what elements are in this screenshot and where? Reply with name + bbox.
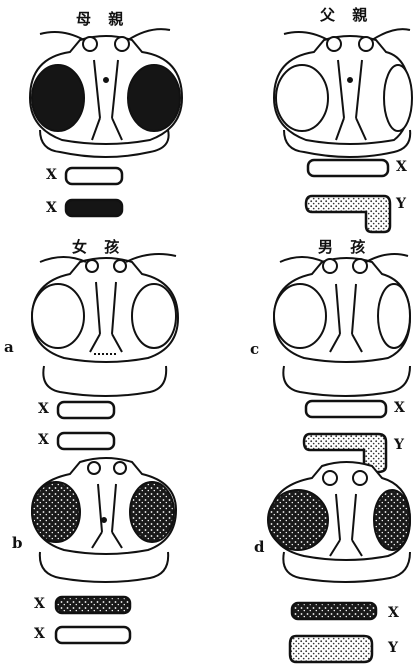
- daughter-a-fly-head: [32, 254, 178, 396]
- son-c-fly-head: [274, 254, 410, 396]
- mother-header: 母 親: [76, 8, 129, 29]
- mother-chr-label-2: X: [46, 200, 57, 216]
- son-c-right-eye: [378, 284, 410, 348]
- son-d-right-eye: [374, 490, 410, 550]
- mother-right-eye: [128, 65, 180, 131]
- panel-label-a: a: [4, 338, 14, 356]
- mother-chromosome-x-white: [66, 168, 122, 184]
- mother-left-eye: [32, 65, 84, 131]
- daughter-a-chromosome-x2: [58, 433, 114, 449]
- son-c-chr-label-1: X: [394, 400, 405, 416]
- mother-fly-head: [30, 29, 182, 157]
- daughter-b-left-eye: [32, 482, 80, 542]
- daughter-b-chromosome-x-dark: [56, 597, 130, 613]
- father-chr-label-2: Y: [396, 196, 406, 212]
- daughter-a-chr-label-1: X: [38, 401, 49, 417]
- daughter-b-chr-label-1: X: [34, 596, 45, 612]
- son-c-left-eye: [274, 284, 326, 348]
- son-d-chromosome-y: [290, 636, 372, 662]
- father-fly-head: [274, 29, 412, 157]
- son-header: 男 孩: [318, 236, 371, 257]
- mother-chr-label-1: X: [46, 167, 57, 183]
- father-chr-label-1: X: [396, 159, 407, 175]
- daughter-b-right-eye: [130, 482, 174, 542]
- son-c-chr-label-2: Y: [394, 437, 404, 453]
- daughter-b-chromosome-x-white: [56, 627, 130, 643]
- daughter-b-fly-head: [32, 458, 176, 582]
- father-right-eye: [384, 65, 412, 131]
- son-d-fly-head: [268, 462, 410, 582]
- daughter-a-chr-label-2: X: [38, 432, 49, 448]
- mother-chromosome-x-black: [66, 200, 122, 216]
- father-left-eye: [276, 65, 328, 131]
- daughter-b-chr-label-2: X: [34, 626, 45, 642]
- father-header: 父 親: [320, 4, 373, 25]
- father-chromosome-x: [308, 160, 388, 176]
- daughter-header: 女 孩: [72, 236, 125, 257]
- father-chromosome-y: [306, 196, 390, 232]
- daughter-a-chromosome-x1: [58, 402, 114, 418]
- daughter-a-left-eye: [32, 284, 84, 348]
- panel-label-b: b: [12, 534, 23, 552]
- son-c-chromosome-x: [306, 401, 386, 417]
- son-d-chr-label-2: Y: [388, 640, 398, 656]
- son-d-left-eye: [268, 490, 328, 550]
- daughter-a-right-eye: [132, 284, 176, 348]
- panel-label-c: c: [250, 340, 259, 358]
- son-d-chr-label-1: X: [388, 605, 399, 621]
- panel-label-d: d: [254, 538, 265, 556]
- son-d-chromosome-x: [292, 603, 376, 619]
